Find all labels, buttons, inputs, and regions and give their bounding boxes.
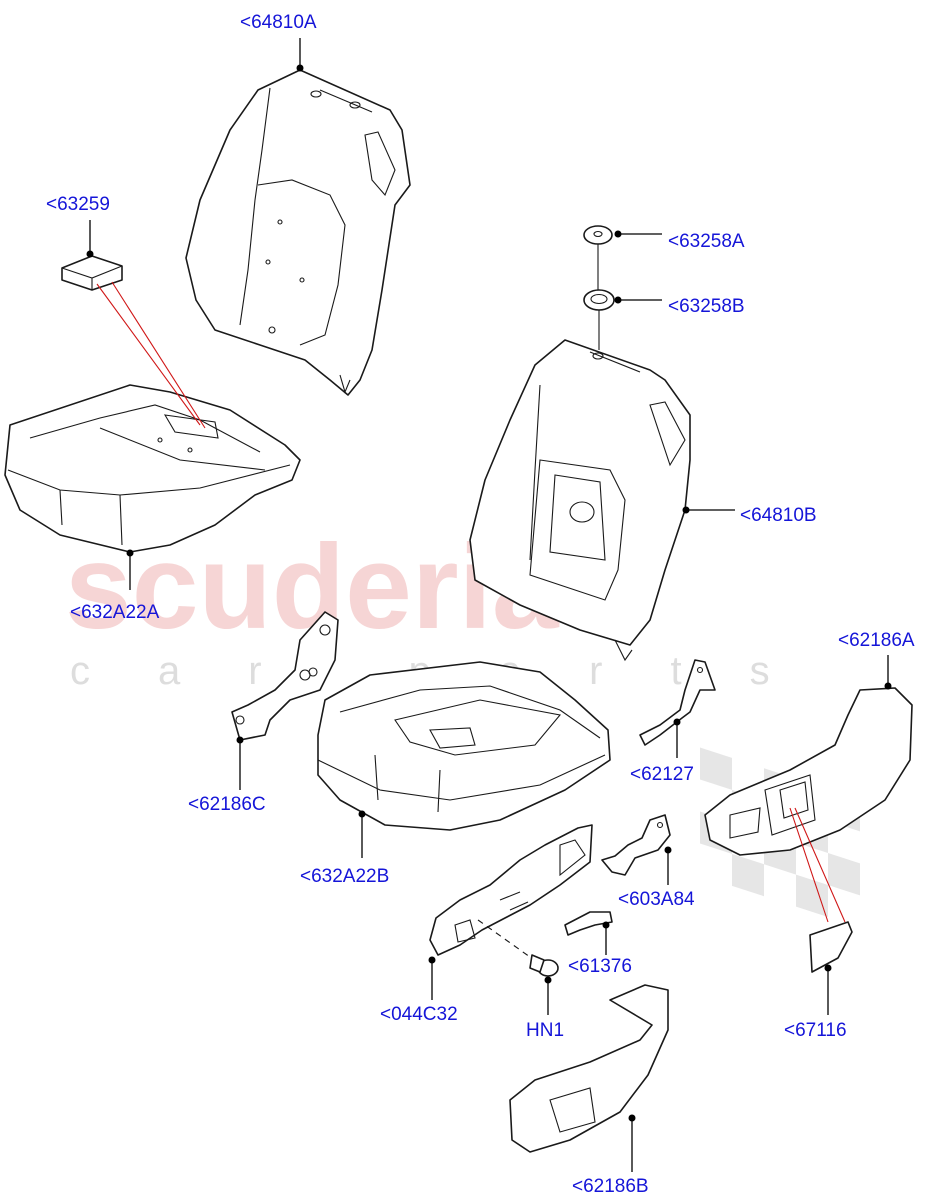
reference-line-67116	[789, 807, 846, 923]
callout-62186a[interactable]: <62186A	[838, 630, 915, 651]
leader-lines	[86, 38, 892, 1172]
foam-pad-block	[61, 255, 123, 291]
callout-62186b[interactable]: <62186B	[572, 1176, 649, 1197]
reference-line-63259	[96, 281, 206, 429]
seat-back-cover-b	[469, 339, 691, 662]
seat-cushion-cover-a	[4, 384, 301, 553]
side-bracket-c	[231, 611, 339, 741]
seat-cushion-cover-b	[317, 661, 611, 831]
callout-62186c[interactable]: <62186C	[188, 794, 266, 815]
bolt	[477, 919, 559, 977]
callout-64810a[interactable]: <64810A	[240, 12, 317, 33]
callout-67116[interactable]: <67116	[784, 1020, 847, 1041]
callout-61376[interactable]: <61376	[568, 956, 632, 977]
callout-63258a[interactable]: <63258A	[668, 231, 745, 252]
cap-guide-line	[597, 244, 600, 350]
callout-632a22a[interactable]: <632A22A	[70, 602, 160, 623]
callout-labels: <64810A <63259 <63258A <63258B <64810B <…	[46, 12, 915, 1197]
callout-hn1[interactable]: HN1	[526, 1020, 564, 1041]
callout-603a84[interactable]: <603A84	[618, 889, 695, 910]
seat-back-cover-a	[185, 69, 411, 396]
hinge-bracket	[601, 814, 671, 876]
grommet-ring-b	[583, 289, 615, 311]
callout-62127[interactable]: <62127	[630, 764, 694, 785]
link-bracket	[639, 659, 716, 746]
seat-rail-frame	[429, 824, 593, 956]
side-trim-panel-a	[704, 687, 913, 856]
callout-63259[interactable]: <63259	[46, 194, 110, 215]
callout-64810b[interactable]: <64810B	[740, 505, 817, 526]
callout-044c32[interactable]: <044C32	[380, 1004, 458, 1025]
small-plate	[809, 921, 853, 973]
round-cap-a	[583, 225, 613, 245]
reference-lines	[96, 281, 846, 923]
callout-632a22b[interactable]: <632A22B	[300, 866, 389, 887]
side-trim-panel-b	[509, 984, 669, 1153]
callout-63258b[interactable]: <63258B	[668, 296, 745, 317]
